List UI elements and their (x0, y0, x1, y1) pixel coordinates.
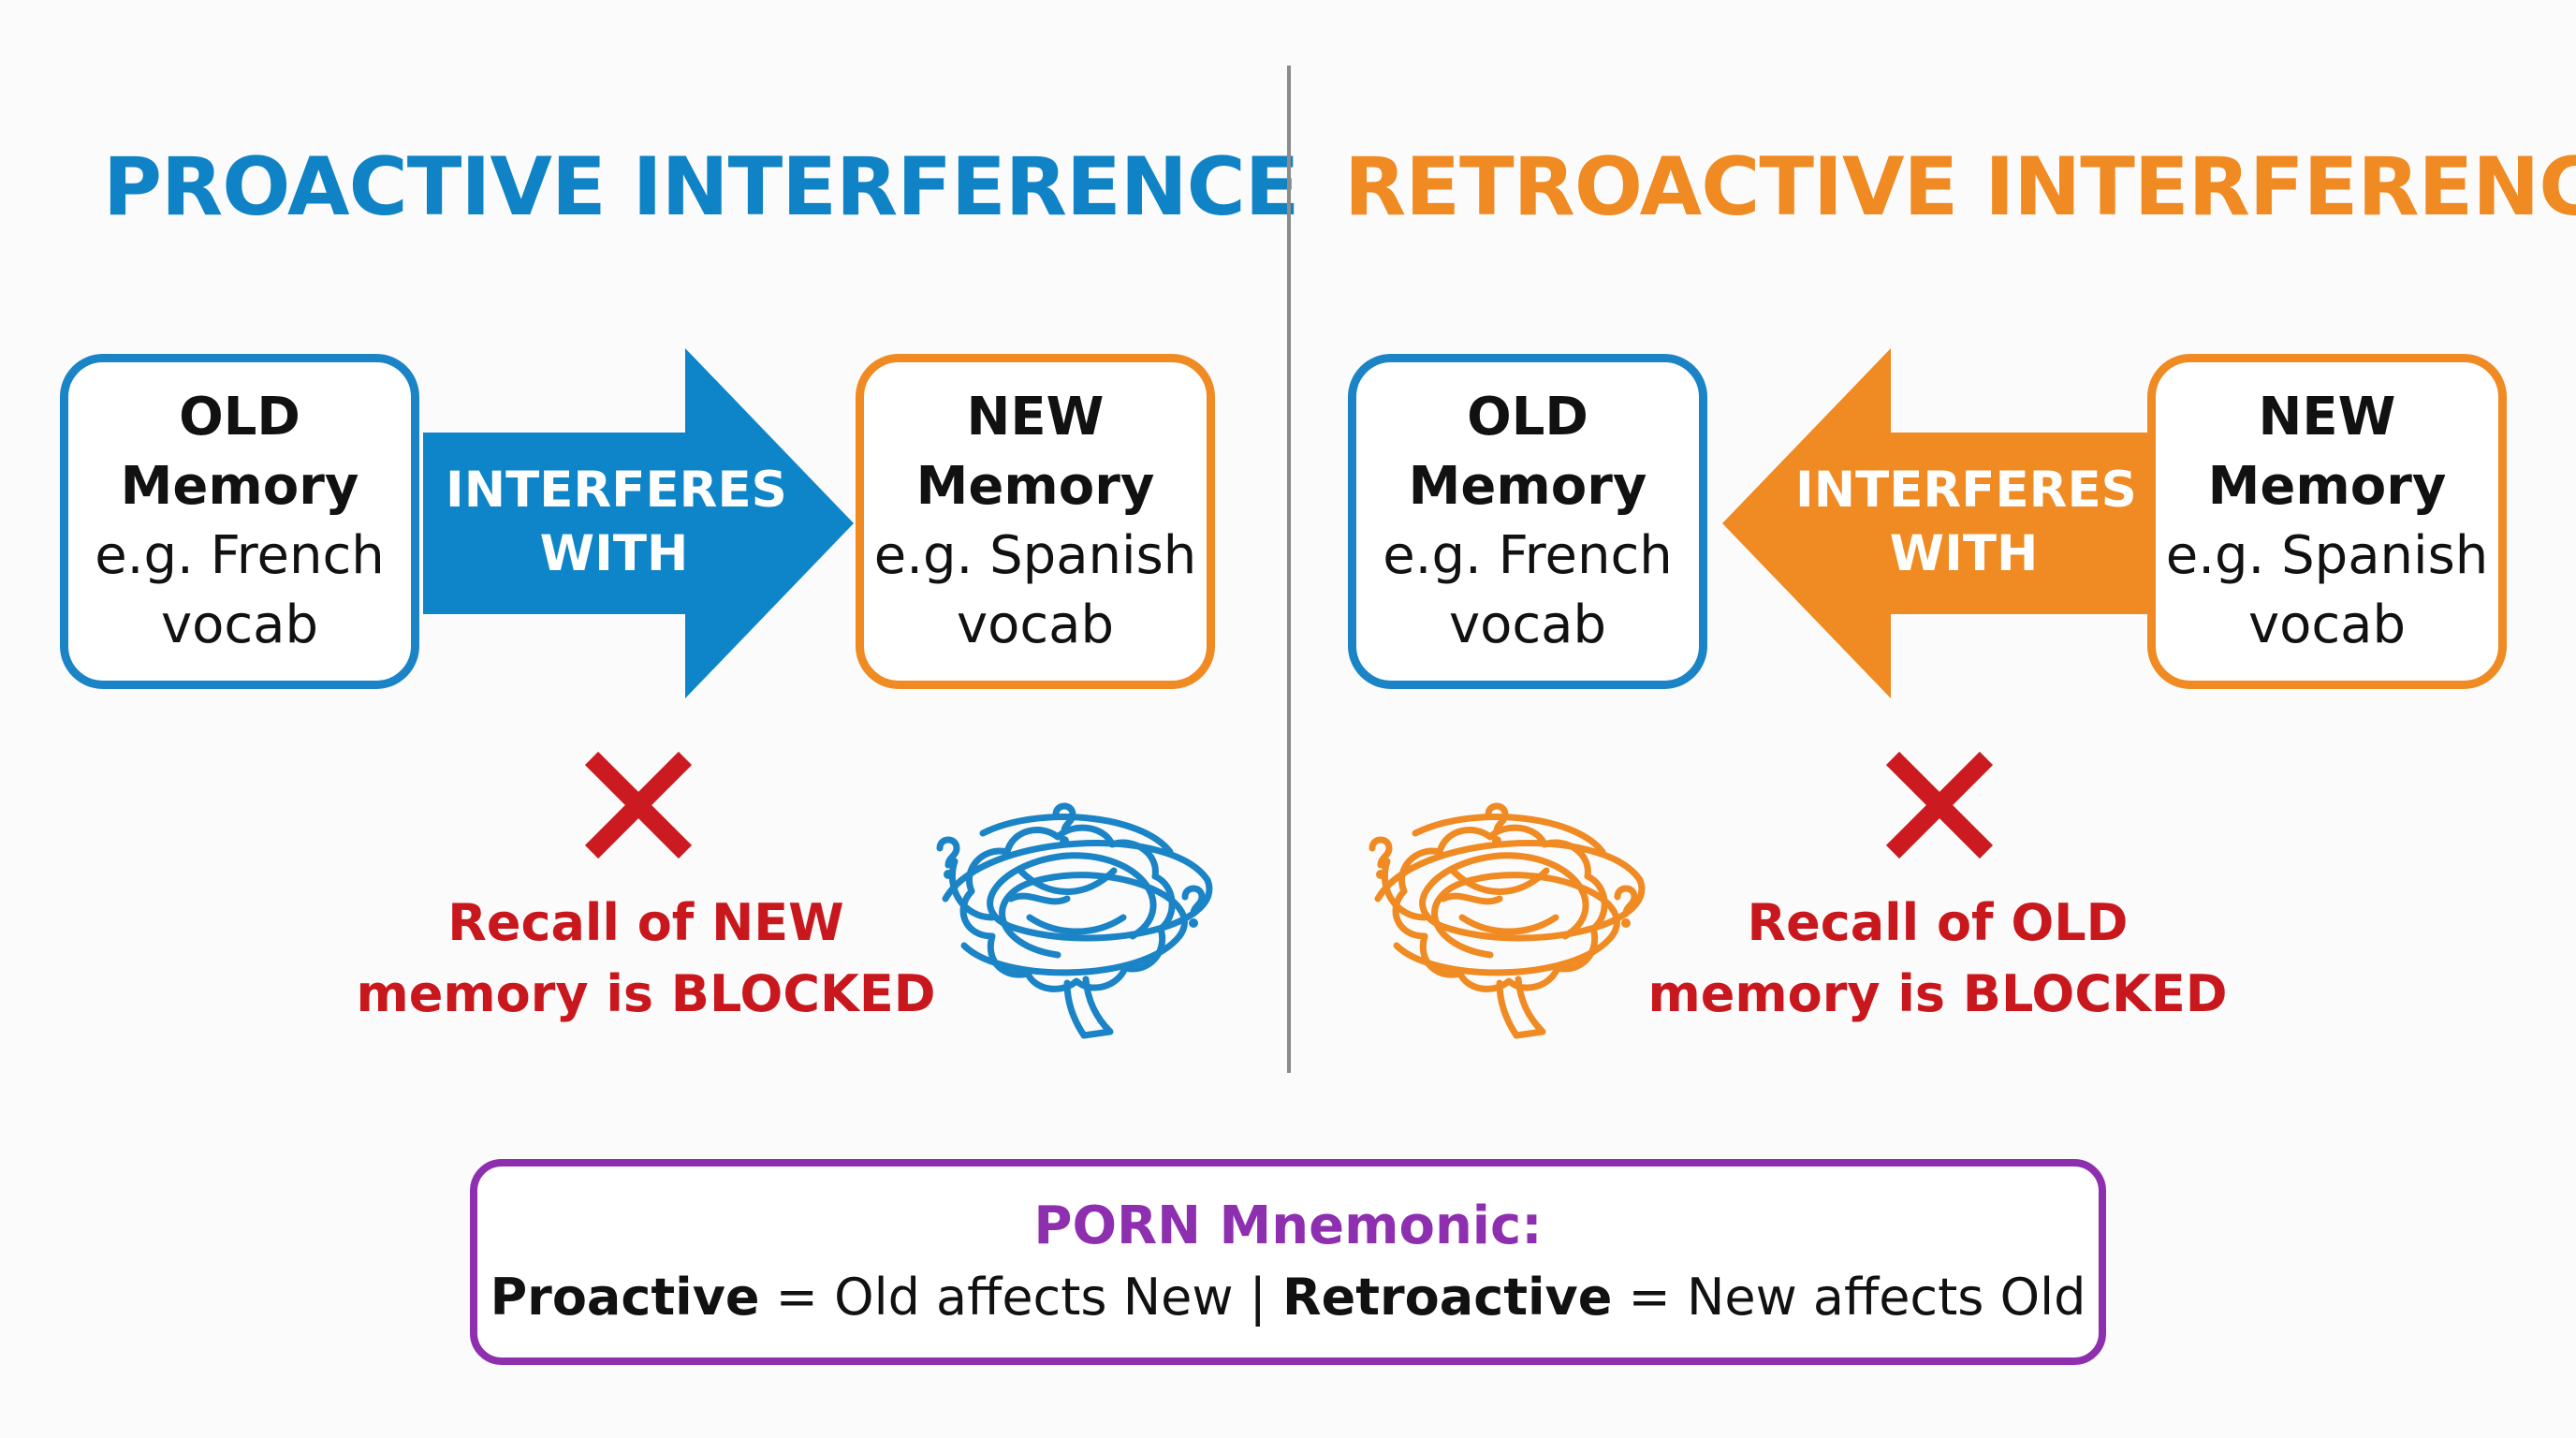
interferes-text: INTERFERES (446, 462, 787, 519)
retroactive-arrow-left-icon (1722, 348, 2153, 698)
red-x-icon (584, 751, 693, 859)
retroactive-arrow-label: INTERFERES WITH (1795, 459, 2137, 586)
new-label: NEW (966, 387, 1105, 448)
example-text: e.g. Spanish (873, 525, 1197, 586)
retroactive-term: Retroactive (1282, 1268, 1613, 1327)
example-text: e.g. French (95, 525, 385, 586)
proactive-blocked-text: Recall of NEW memory is BLOCKED (346, 888, 945, 1030)
blocked-line-1: Recall of OLD (1747, 893, 2129, 952)
example-text-2: vocab (1448, 594, 1607, 655)
old-label: OLD (179, 387, 300, 448)
proactive-old-memory-box: OLD Memory e.g. French vocab (60, 354, 419, 689)
new-label: NEW (2258, 387, 2396, 448)
retroactive-blocked-text: Recall of OLD memory is BLOCKED (1629, 888, 2247, 1030)
interferes-text: INTERFERES (1795, 462, 2137, 519)
example-text: e.g. French (1383, 525, 1673, 586)
confused-brain-icon (936, 802, 1213, 1039)
red-x-icon (1885, 751, 1994, 859)
mnemonic-definition: Proactive = Old affects New | Retroactiv… (490, 1262, 2086, 1333)
example-text-2: vocab (2247, 594, 2407, 655)
confused-brain-icon (1368, 802, 1646, 1039)
example-text: e.g. Spanish (2165, 525, 2489, 586)
retroactive-definition: = New affects Old (1612, 1268, 2086, 1327)
old-label: OLD (1467, 387, 1588, 448)
proactive-term: Proactive (490, 1268, 760, 1327)
proactive-new-memory-box: NEW Memory e.g. Spanish vocab (856, 354, 1215, 689)
retroactive-old-memory-box: OLD Memory e.g. French vocab (1348, 354, 1707, 689)
blocked-line-1: Recall of NEW (447, 893, 844, 952)
with-text: WITH (539, 525, 689, 582)
proactive-title: PROACTIVE INTERFERENCE (103, 140, 1300, 234)
proactive-arrow-right-icon (423, 348, 854, 698)
center-divider (1287, 66, 1291, 1073)
memory-label: Memory (915, 456, 1155, 517)
memory-label: Memory (2207, 456, 2447, 517)
example-text-2: vocab (956, 594, 1115, 655)
memory-label: Memory (120, 456, 359, 517)
mnemonic-box: PORN Mnemonic: Proactive = Old affects N… (470, 1159, 2106, 1365)
blocked-line-2: memory is BLOCKED (1647, 964, 2228, 1023)
with-text: WITH (1889, 525, 2039, 582)
proactive-definition: = Old affects New | (759, 1268, 1283, 1327)
example-text-2: vocab (160, 594, 319, 655)
proactive-arrow-label: INTERFERES WITH (446, 459, 787, 586)
memory-label: Memory (1408, 456, 1647, 517)
retroactive-title: RETROACTIVE INTERFERENCE (1344, 140, 2576, 234)
retroactive-new-memory-box: NEW Memory e.g. Spanish vocab (2147, 354, 2507, 689)
mnemonic-title: PORN Mnemonic: (1033, 1196, 1543, 1256)
blocked-line-2: memory is BLOCKED (356, 964, 936, 1023)
